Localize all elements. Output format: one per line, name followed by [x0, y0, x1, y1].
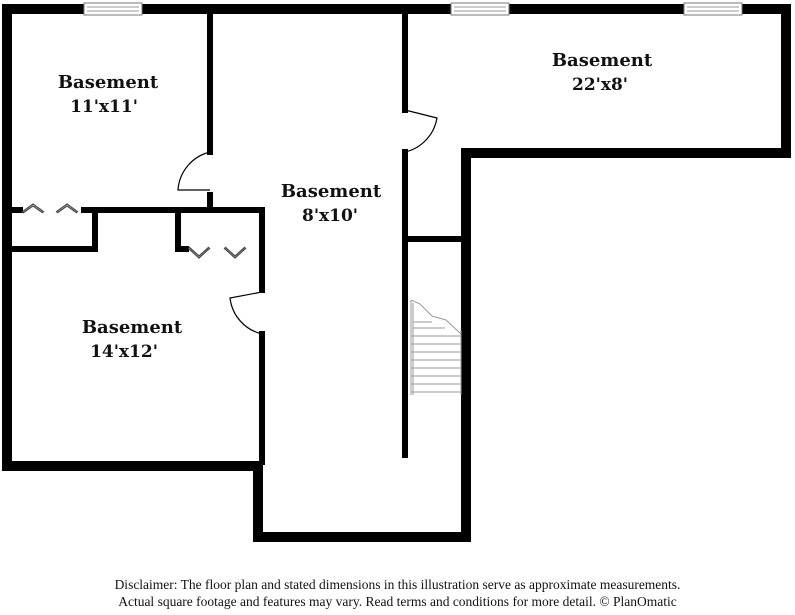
windows	[83, 2, 743, 16]
bifold-door	[187, 246, 247, 259]
room-dimensions-c: 8'x10'	[302, 206, 358, 226]
exterior-walls	[2, 4, 791, 542]
disclaimer: Disclaimer: The floor plan and stated di…	[0, 576, 795, 610]
disclaimer-line-1: Disclaimer: The floor plan and stated di…	[114, 577, 681, 592]
room-name-b: Basement	[552, 50, 653, 71]
room-name-c: Basement	[281, 181, 382, 202]
room-dimensions-b: 22'x8'	[572, 75, 628, 95]
window	[683, 2, 743, 16]
room-labels: Basement 11'x11' Basement 22'x8' Basemen…	[58, 50, 653, 362]
disclaimer-line-2: Actual square footage and features may v…	[118, 594, 677, 609]
stairs	[410, 299, 462, 395]
exterior-wall-outline	[2, 4, 791, 542]
door	[177, 151, 213, 195]
interior-walls	[9, 9, 466, 465]
door	[402, 109, 438, 153]
room-dimensions-a: 11'x11'	[70, 97, 138, 117]
window	[450, 2, 510, 16]
doors	[177, 109, 438, 335]
bifold-door	[21, 203, 79, 214]
room-name-a: Basement	[58, 72, 159, 93]
room-name-d: Basement	[82, 317, 183, 338]
bifold-doors	[21, 203, 247, 259]
floor-plan: Basement 11'x11' Basement 22'x8' Basemen…	[2, 2, 791, 542]
room-dimensions-d: 14'x12'	[90, 342, 158, 362]
window	[83, 2, 143, 16]
door	[229, 291, 265, 335]
